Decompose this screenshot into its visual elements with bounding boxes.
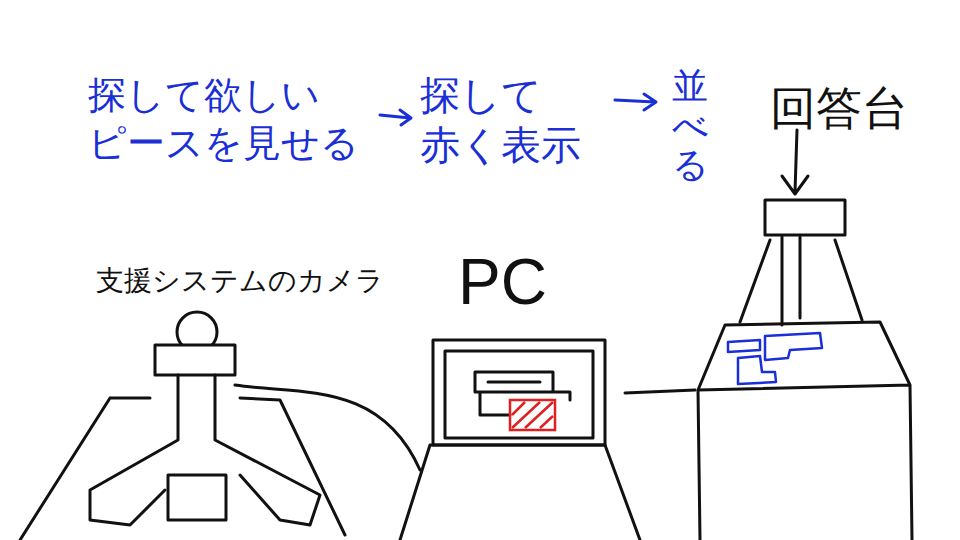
pointer-arrow [782,130,808,194]
flow-arrow [615,94,656,110]
camera-stand [90,375,320,525]
highlighted-piece [510,400,555,430]
step-text: 並べる [672,66,708,185]
laptop-base [400,445,640,540]
answer-camera [765,200,845,235]
laptop-display [445,351,593,438]
step-text: 探して欲しい ピースを見せる [88,72,358,167]
part-label: 回答台 [770,78,908,140]
placed-pieces [728,333,822,384]
cable [235,385,420,470]
table-outline [20,398,345,540]
cable [625,390,695,393]
answer-table [698,322,912,540]
answer-stand [740,237,862,325]
flow-arrow [380,110,411,125]
camera-base-box [168,475,226,520]
step-text: 探して 赤く表示 [420,70,600,170]
camera-body [155,345,235,375]
laptop-screen [433,340,605,445]
part-label: PC [458,245,547,319]
part-label: 支援システムのカメラ [96,262,396,300]
